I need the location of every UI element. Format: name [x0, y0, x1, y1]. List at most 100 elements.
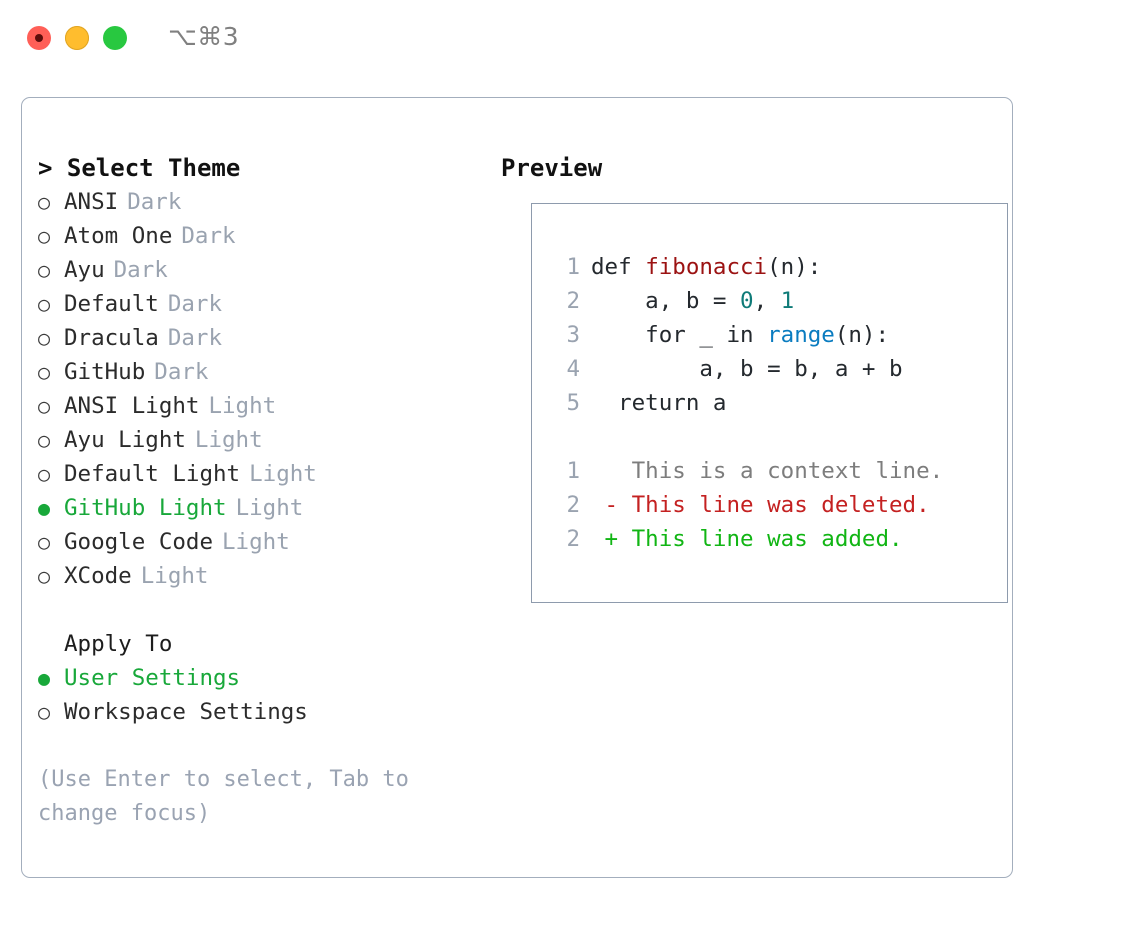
apply-to-option-item[interactable]: ● User Settings: [38, 661, 478, 695]
keyboard-hint-text: (Use Enter to select, Tab to change focu…: [38, 767, 423, 826]
code-line-number: 4: [566, 356, 580, 382]
apply-to-option-label: Workspace Settings: [64, 699, 308, 725]
diff-line-number: 2: [566, 492, 580, 518]
code-blank-line: [550, 420, 1001, 454]
close-button-icon[interactable]: [27, 26, 51, 50]
theme-variant-tag: Light: [140, 563, 209, 589]
theme-option-label: ANSI: [64, 189, 119, 215]
radio-unselected-icon: ○: [38, 258, 51, 282]
theme-variant-tag: Dark: [167, 325, 223, 351]
code-token: ,: [753, 288, 781, 314]
diff-line-text: + This line was added.: [591, 526, 903, 552]
radio-unselected-icon: ○: [38, 530, 51, 554]
code-token: a, b = b, a + b: [591, 356, 903, 382]
maximize-button-icon[interactable]: [103, 26, 127, 50]
code-line-text: def fibonacci(n):: [591, 250, 821, 284]
radio-unselected-icon: ○: [38, 564, 51, 588]
apply-to-heading: Apply To: [64, 631, 173, 657]
theme-option-label: Google Code: [64, 529, 214, 555]
theme-variant-tag: Light: [249, 461, 317, 487]
radio-unselected-icon: ○: [38, 292, 51, 316]
code-token: for _ in: [591, 322, 768, 348]
theme-option-item[interactable]: ○ Default Dark: [38, 287, 478, 321]
apply-to-option-list[interactable]: ● User Settings ○ Workspace Settings: [38, 661, 478, 729]
minimize-button-icon[interactable]: [65, 26, 89, 50]
theme-option-label: ANSI Light: [64, 393, 200, 419]
code-line-number: 5: [566, 390, 580, 416]
diff-line-number: 1: [566, 458, 580, 484]
diff-line: 2 + This line was added.: [550, 522, 1001, 556]
code-token: return a: [591, 390, 727, 416]
radio-unselected-icon: ○: [38, 224, 51, 248]
theme-option-label: Default Light: [64, 461, 241, 487]
code-line-text: a, b = 0, 1: [591, 284, 794, 318]
radio-unselected-icon: ○: [38, 326, 51, 350]
theme-option-item[interactable]: ○ Dracula Dark: [38, 321, 478, 355]
radio-unselected-icon: ○: [38, 360, 51, 384]
radio-unselected-icon: ○: [38, 700, 51, 724]
theme-option-item[interactable]: ○ ANSI Light Light: [38, 389, 478, 423]
code-line: 4 a, b = b, a + b: [550, 352, 1001, 386]
theme-option-label: Default: [64, 291, 159, 317]
theme-option-item[interactable]: ○ Ayu Dark: [38, 253, 478, 287]
theme-option-item[interactable]: ○ Ayu Light Light: [38, 423, 478, 457]
theme-variant-tag: Light: [222, 529, 290, 555]
code-line-text: return a: [591, 386, 726, 420]
radio-unselected-icon: ○: [38, 428, 51, 452]
code-line-number: 3: [566, 322, 580, 348]
theme-option-item[interactable]: ○ Atom One Dark: [38, 219, 478, 253]
theme-variant-tag: Dark: [181, 223, 236, 249]
code-token: 0: [740, 288, 754, 314]
select-theme-heading: > Select Theme: [38, 154, 241, 182]
diff-line-number: 2: [566, 526, 580, 552]
theme-variant-tag: Light: [208, 393, 277, 419]
apply-to-option-label: User Settings: [64, 665, 241, 691]
traffic-lights: [27, 26, 127, 50]
code-line: 1 def fibonacci(n):: [550, 250, 1001, 284]
theme-option-item[interactable]: ○ Default Light Light: [38, 457, 478, 491]
theme-option-item[interactable]: ○ Google Code Light: [38, 525, 478, 559]
code-token: fibonacci: [645, 254, 768, 280]
diff-line-text: - This line was deleted.: [591, 492, 930, 518]
theme-option-label: Atom One: [64, 223, 173, 249]
apply-to-option-item[interactable]: ○ Workspace Settings: [38, 695, 478, 729]
code-line: 2 a, b = 0, 1: [550, 284, 1001, 318]
code-line-text: for _ in range(n):: [591, 318, 889, 352]
theme-option-label: XCode: [64, 563, 132, 589]
theme-variant-tag: Dark: [113, 257, 168, 283]
code-token: 1: [780, 288, 795, 314]
radio-selected-icon: ●: [38, 666, 51, 690]
theme-variant-tag: Dark: [154, 359, 209, 385]
list-spacer: [38, 593, 478, 627]
code-token: range: [767, 322, 835, 348]
theme-variant-tag: Light: [235, 495, 304, 521]
code-line-text: a, b = b, a + b: [591, 352, 903, 386]
radio-unselected-icon: ○: [38, 462, 51, 486]
radio-selected-icon: ●: [38, 496, 51, 520]
code-token: def: [591, 254, 646, 280]
code-token: a, b =: [591, 288, 741, 314]
theme-option-item[interactable]: ○ XCode Light: [38, 559, 478, 593]
theme-variant-tag: Light: [194, 427, 263, 453]
radio-unselected-icon: ○: [38, 190, 51, 214]
diff-line: 2 - This line was deleted.: [550, 488, 1001, 522]
keyboard-shortcut-label: ⌥⌘3: [168, 22, 240, 51]
radio-unselected-icon: ○: [38, 394, 51, 418]
theme-variant-tag: Dark: [167, 291, 223, 317]
title-bar: ⌥⌘3: [0, 0, 1140, 76]
diff-line-text: This is a context line.: [591, 458, 944, 484]
theme-option-label: Ayu Light: [64, 427, 186, 453]
code-line-number: 2: [566, 288, 580, 314]
theme-option-label: Dracula: [64, 325, 159, 351]
code-line-number: 1: [566, 254, 580, 280]
code-token: (n):: [834, 322, 890, 348]
theme-option-label: Ayu: [64, 257, 105, 283]
